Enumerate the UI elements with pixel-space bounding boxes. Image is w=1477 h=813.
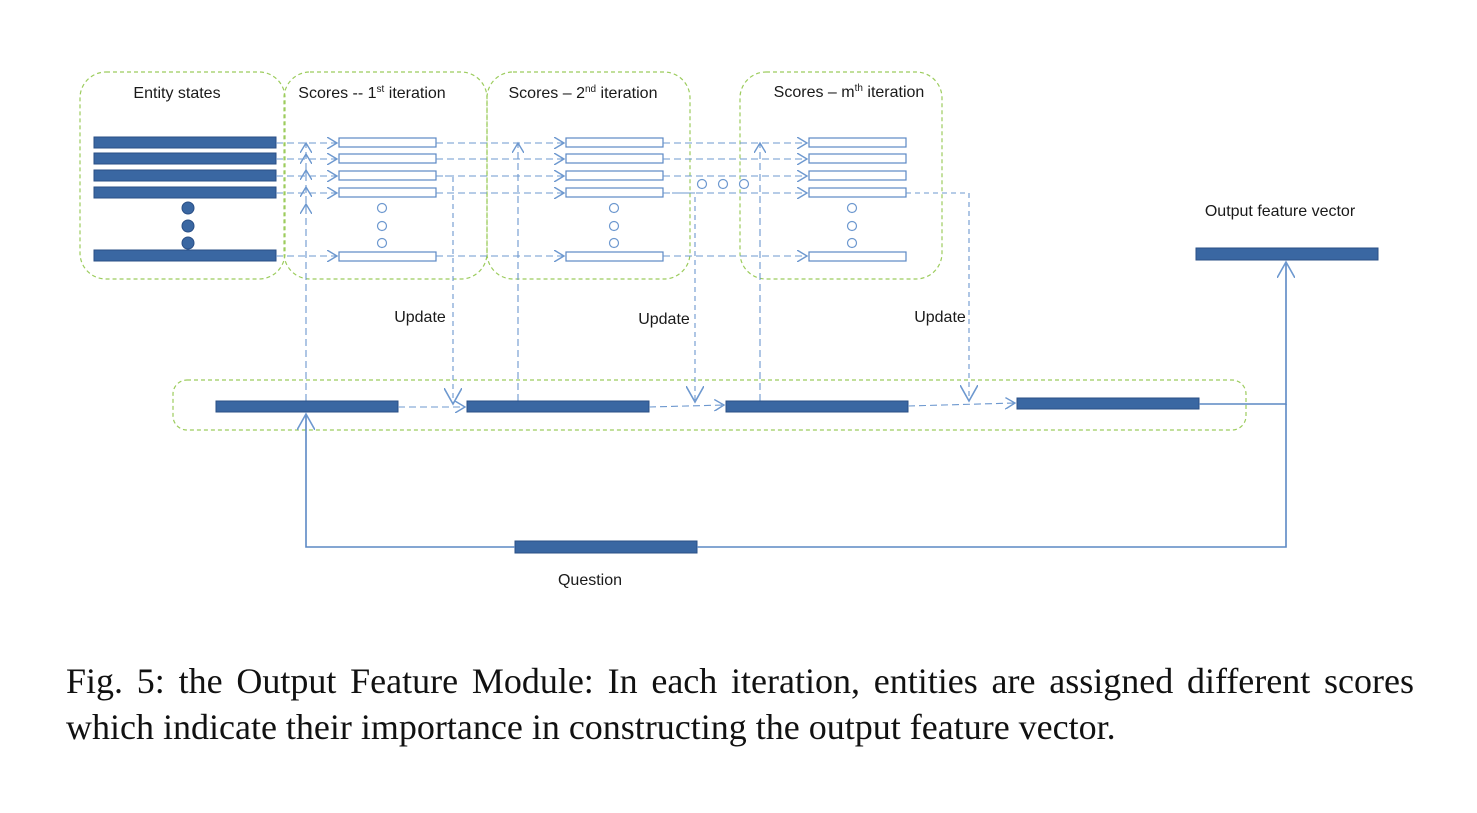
question-bar [514,540,698,554]
feature-sequence-group [172,379,1247,431]
entity-ellipsis-dots [181,201,195,250]
iteration-ellipsis-dots [696,178,750,190]
entity-to-score-arrows [276,143,807,256]
entity-states-group [79,71,286,280]
feature-bar-iteration-2 [725,400,909,413]
entity-state-bar [93,169,277,182]
feature-bar-initial [215,400,399,413]
entity-states-label: Entity states [133,85,220,102]
question-label: Question [558,572,622,589]
question-to-output-line [697,404,1287,548]
output-feature-vector-label: Output feature vector [1205,203,1356,220]
feature-bar-iteration-1 [466,400,650,413]
update-label-2: Update [638,311,690,328]
score-ellipsis-dots-m [846,202,858,249]
scores-iteration-m-label: Scores – mth iteration [774,83,925,101]
update-label-1: Update [394,309,446,326]
score-vectors-iteration-m [808,137,907,262]
entity-state-bar [93,136,277,149]
update-arrows [436,175,969,404]
final-to-output-arrow [1199,262,1286,405]
output-feature-vector-bar [1195,247,1379,261]
output-feature-module-diagram: Entity states Scores -- 1st iteration Sc… [79,71,1379,589]
entity-state-bar [93,186,277,199]
score-ellipsis-dots-2 [608,202,620,249]
scores-iteration-1-label: Scores -- 1st iteration [298,84,445,102]
feature-to-score-arrows [306,143,760,401]
feature-bar-final [1016,397,1200,410]
entity-state-bar [93,249,277,262]
entity-state-bar [93,152,277,165]
score-vectors-iteration-1 [338,137,437,262]
scores-iteration-2-label: Scores – 2nd iteration [509,84,658,102]
question-to-feature-arrow [306,414,515,548]
update-label-3: Update [914,309,966,326]
score-ellipsis-dots-1 [376,202,388,249]
feature-sequence-arrows [398,403,1015,407]
figure-caption: Fig. 5: the Output Feature Module: In ea… [66,661,1414,747]
